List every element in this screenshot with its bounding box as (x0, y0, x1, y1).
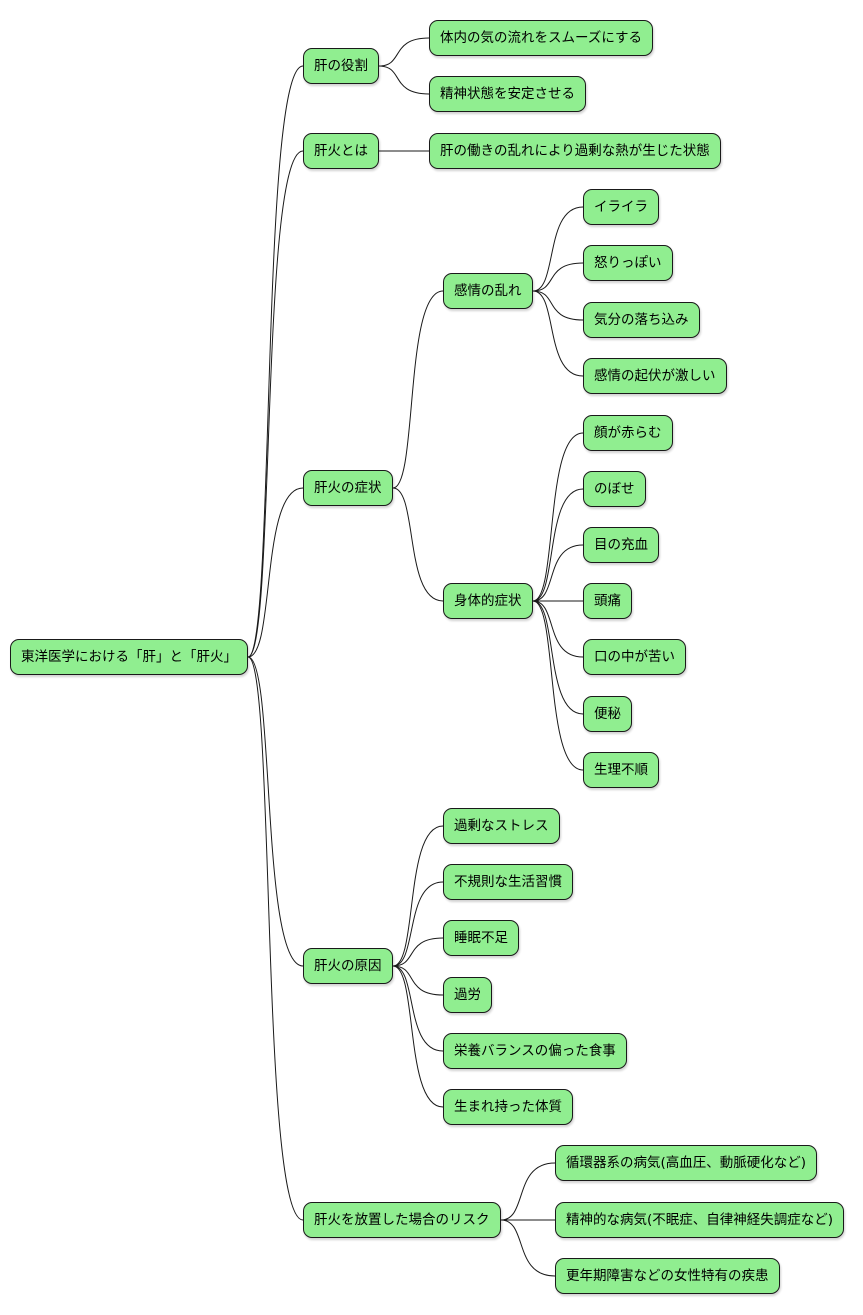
edge-causes-to-causes-6 (392, 965, 444, 1108)
edge-role-to-role-1 (378, 37, 430, 67)
node-physical-headache: 頭痛 (583, 583, 632, 619)
edge-causes-to-causes-3 (392, 937, 444, 967)
edge-physical-to-physical-2 (532, 488, 584, 602)
edge-physical-to-physical-1 (532, 432, 584, 602)
node-physical-symptoms: 身体的症状 (443, 583, 533, 619)
node-cause-overwork: 過労 (443, 977, 492, 1013)
node-cause-irregular-lifestyle: 不規則な生活習慣 (443, 864, 573, 900)
node-emotion-short-temper: 怒りっぽい (583, 245, 673, 281)
node-liver-fire-symptoms: 肝火の症状 (303, 470, 393, 506)
node-physical-bloodshot-eyes: 目の充血 (583, 527, 659, 563)
node-physical-constipation: 便秘 (583, 696, 632, 732)
edge-causes-to-causes-4 (392, 965, 444, 996)
node-liver-fire-risks: 肝火を放置した場合のリスク (303, 1202, 501, 1238)
edge-symptoms-to-physical (392, 487, 444, 602)
edge-role-to-role-2 (378, 65, 430, 95)
node-definition-excess-heat: 肝の働きの乱れにより過剰な熱が生じた状態 (429, 133, 721, 169)
edge-causes-to-causes-2 (392, 881, 444, 967)
node-risk-mental-illness: 精神的な病気(不眠症、自律神経失調症など) (555, 1202, 845, 1238)
edge-root-to-causes (247, 656, 304, 967)
node-liver-fire-causes: 肝火の原因 (303, 948, 393, 984)
edge-physical-to-physical-6 (532, 600, 584, 715)
node-cause-stress: 過剰なストレス (443, 808, 560, 844)
node-emotion-irritation: イライラ (583, 189, 659, 225)
edge-causes-to-causes-5 (392, 965, 444, 1052)
edge-physical-to-physical-5 (532, 600, 584, 658)
edge-risks-to-risks-1 (500, 1162, 556, 1221)
node-emotion-depression: 気分の落ち込み (583, 302, 700, 338)
node-physical-flushed-face: 顔が赤らむ (583, 415, 673, 451)
edge-root-to-role (247, 65, 304, 658)
edge-risks-to-risks-3 (500, 1219, 556, 1277)
node-risk-cardiovascular: 循環器系の病気(高血圧、動脈硬化など) (555, 1145, 818, 1181)
edge-physical-to-physical-3 (532, 544, 584, 602)
edge-symptoms-to-emotion (392, 290, 444, 489)
edge-root-to-symptoms (247, 487, 304, 658)
node-emotional-disturbance: 感情の乱れ (443, 273, 533, 309)
node-physical-irregular-menstruation: 生理不順 (583, 752, 659, 788)
node-cause-sleep-deprivation: 睡眠不足 (443, 920, 519, 956)
node-emotion-mood-swings: 感情の起伏が激しい (583, 358, 727, 394)
node-physical-hot-flashes: のぼせ (583, 471, 646, 507)
edge-root-to-risks (247, 656, 304, 1221)
node-cause-unbalanced-diet: 栄養バランスの偏った食事 (443, 1033, 627, 1069)
node-liver-fire-definition: 肝火とは (303, 133, 379, 169)
node-role-qi-flow: 体内の気の流れをスムーズにする (429, 20, 653, 56)
edge-physical-to-physical-7 (532, 600, 584, 771)
node-physical-bitter-mouth: 口の中が苦い (583, 639, 686, 675)
edge-emotion-to-emotion-1 (532, 206, 584, 292)
node-liver-role: 肝の役割 (303, 48, 379, 84)
edge-emotion-to-emotion-2 (532, 262, 584, 292)
edge-root-to-define (247, 150, 304, 658)
edge-causes-to-causes-1 (392, 825, 444, 967)
root-node: 東洋医学における「肝」と「肝火」 (10, 639, 248, 675)
node-cause-constitution: 生まれ持った体質 (443, 1089, 573, 1125)
node-risk-womens-diseases: 更年期障害などの女性特有の疾患 (555, 1258, 780, 1294)
edge-emotion-to-emotion-3 (532, 290, 584, 321)
node-role-mental-stability: 精神状態を安定させる (429, 76, 586, 112)
edge-emotion-to-emotion-4 (532, 290, 584, 377)
